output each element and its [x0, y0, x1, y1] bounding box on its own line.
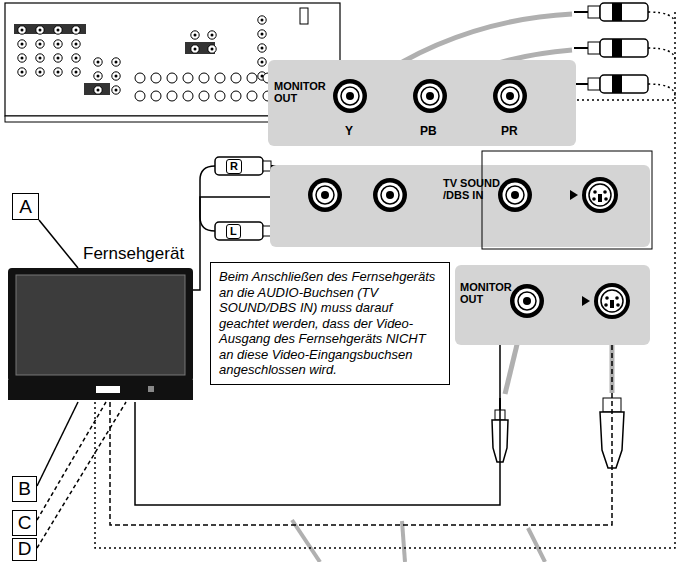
jack-panel: MONITOR OUT: [455, 265, 650, 345]
jack-panel: MONITOR OUT Y PB PR: [268, 60, 576, 146]
callout-letter: C: [13, 512, 36, 534]
leader-line: [37, 402, 126, 548]
leader-line: [37, 402, 78, 486]
panel-label: MONITOR OUT: [274, 80, 322, 104]
callout-box: C: [12, 510, 37, 536]
callout-pointers: [292, 520, 545, 562]
callout-box: D: [12, 538, 37, 561]
callout-letter: A: [13, 196, 38, 218]
callout-letter: B: [13, 478, 36, 500]
note-text: Beim Anschließen des Fernsehgeräts an di…: [219, 269, 441, 378]
jack-label: PB: [420, 124, 437, 138]
jack-panel: TV SOUND /DBS IN: [270, 165, 650, 247]
callout-box: A: [12, 193, 39, 220]
tv-set-drawing: [8, 240, 193, 402]
device-label: Fernsehgerät: [83, 244, 184, 264]
tv-set: Fernsehgerät: [8, 240, 193, 402]
plug-label: L: [226, 224, 241, 239]
jack-label: Y: [345, 124, 353, 138]
component-plugs: [574, 3, 675, 100]
plug-label: R: [226, 159, 242, 174]
callout-box: B: [12, 476, 37, 502]
jack-label: PR: [501, 124, 518, 138]
video-plugs: [492, 398, 624, 468]
note-box: Beim Anschließen des Fernsehgeräts an di…: [210, 262, 450, 385]
leader-line: [39, 220, 78, 268]
callout-letter: D: [13, 539, 36, 559]
audio-plugs: [200, 157, 278, 240]
jack-panel-drawing: [455, 265, 650, 345]
panel-label: MONITOR OUT: [460, 281, 504, 305]
panel-label: TV SOUND /DBS IN: [443, 177, 507, 201]
